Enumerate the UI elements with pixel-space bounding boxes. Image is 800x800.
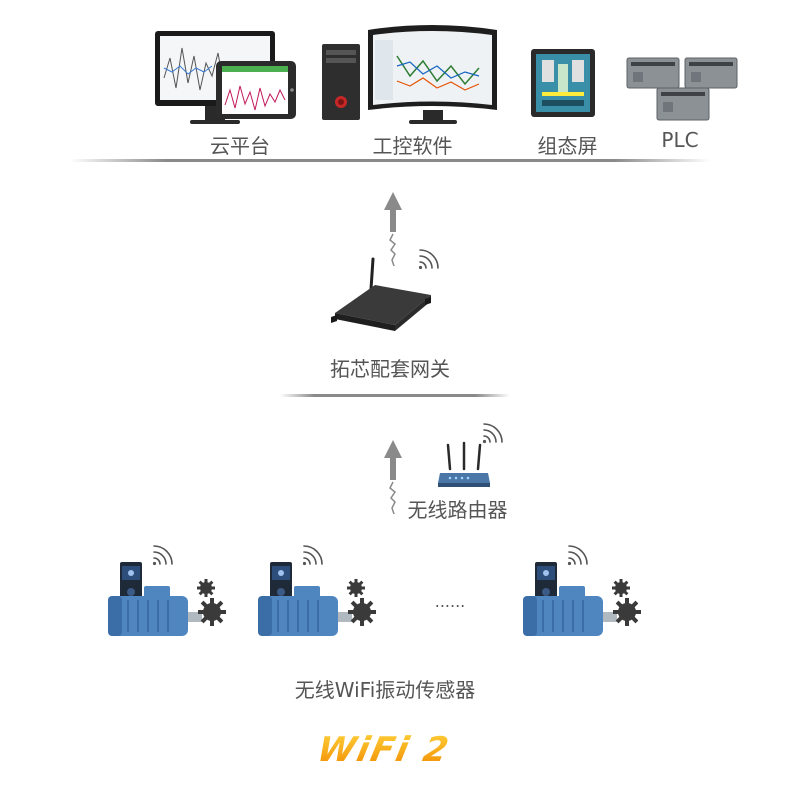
- more-sensors-ellipsis: ......: [434, 592, 466, 611]
- cloud-platform-label: 云平台: [210, 134, 270, 158]
- middle-divider: [280, 394, 510, 397]
- top-divider: [70, 159, 710, 162]
- uplink-arrow-icon: [384, 192, 402, 267]
- hmi-screen-icon: [531, 49, 595, 117]
- router-uplink-arrow-icon: [384, 440, 402, 515]
- plc-icon: [626, 57, 738, 121]
- sensor-1-wifi-signal-icon: [152, 545, 173, 566]
- gateway-device-icon: [331, 257, 431, 331]
- industrial-software-label: 工控软件: [372, 134, 453, 158]
- router-wifi-signal-icon: [482, 423, 503, 444]
- motor-sensor-2-icon: [258, 562, 376, 636]
- motor-sensor-3-icon: [523, 562, 641, 636]
- router-label: 无线路由器: [407, 498, 508, 522]
- wifi-sensors-label: 无线WiFi振动传感器: [294, 678, 476, 702]
- pc-tower-icon: [322, 44, 360, 120]
- hmi-screen-label: 组态屏: [537, 134, 598, 158]
- tablet-icon: [216, 61, 296, 119]
- gateway-label: 拓芯配套网关: [330, 357, 450, 381]
- gateway-wifi-signal-icon: [418, 249, 439, 270]
- plc-label: PLC: [661, 128, 699, 152]
- sensor-3-wifi-signal-icon: [567, 545, 588, 566]
- motor-sensor-1-icon: [108, 562, 226, 636]
- sensor-2-wifi-signal-icon: [302, 545, 323, 566]
- router-device-icon: [438, 441, 490, 487]
- wifi-brand-logo: WiFi 2: [313, 730, 454, 770]
- curved-monitor-icon: [368, 25, 497, 124]
